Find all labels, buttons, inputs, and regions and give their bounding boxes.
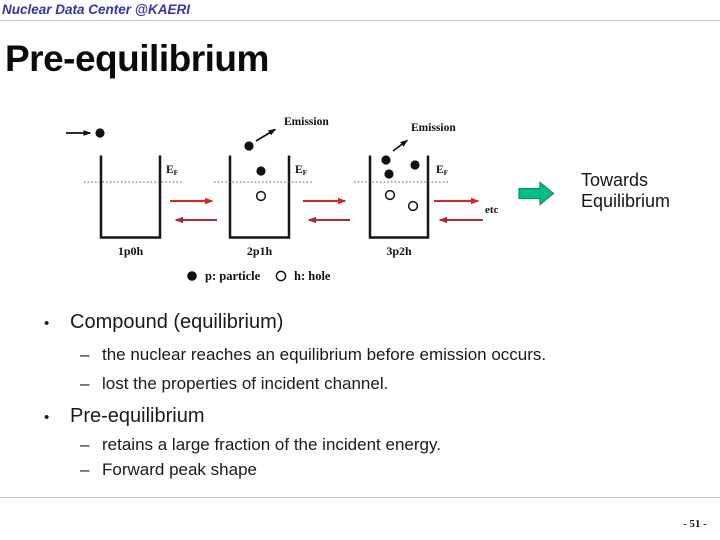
particle-well3-b: [384, 169, 394, 179]
sub-bullet-preeq-2: – Forward peak shape: [80, 460, 257, 479]
well-label-3p2h: 3p2h: [386, 244, 412, 258]
hole-well2: [255, 190, 267, 202]
well-2p1h-outline: [228, 155, 291, 239]
fermi-label-2: EF: [295, 164, 308, 177]
dash-glyph: –: [80, 460, 90, 479]
footer-divider: [0, 497, 720, 498]
particle-incident: [95, 128, 105, 138]
dash-glyph: –: [80, 435, 90, 454]
towards-equilibrium-label: Towards Equilibrium: [581, 170, 671, 211]
bullet-glyph: •: [44, 409, 50, 426]
hole-well3-b: [407, 200, 419, 212]
bullet-preequilibrium: • Pre-equilibrium: [44, 403, 205, 431]
well-3p2h-outline: [368, 155, 430, 239]
fermi-label-1: EF: [166, 164, 179, 177]
fermi-label-3: EF: [436, 164, 449, 177]
page-number: - 51 -: [683, 518, 707, 530]
particle-well2: [256, 166, 266, 176]
legend-hole-icon: [275, 270, 287, 282]
header-divider: [0, 20, 720, 21]
particle-well3-a: [410, 160, 420, 170]
particle-emitting-3: [381, 155, 391, 165]
towards-equilibrium-arrow-icon: [519, 182, 554, 205]
legend-hole-label: h: hole: [294, 269, 331, 283]
emission-arrow-2: [255, 128, 277, 142]
sub-bullet-compound-1: – the nuclear reaches an equilibrium bef…: [80, 345, 547, 364]
legend-particle-icon: [187, 271, 197, 281]
dash-glyph: –: [80, 374, 90, 393]
particle-emitting-2: [244, 141, 254, 151]
legend-particle-label: p: particle: [205, 269, 261, 283]
emission-arrow-3: [392, 139, 409, 152]
page-title: Pre-equilibrium: [5, 38, 269, 79]
brand-header: Nuclear Data Center @KAERI: [2, 2, 190, 17]
dash-glyph: –: [80, 345, 90, 364]
towards-equilibrium-arrow-outline: [518, 181, 555, 206]
well-1p0h-outline: [99, 155, 162, 239]
well-label-1p0h: 1p0h: [117, 244, 144, 258]
bullet-compound: • Compound (equilibrium): [44, 309, 283, 337]
well-label-2p1h: 2p1h: [246, 244, 273, 258]
hole-well3-a: [384, 189, 396, 201]
sub-bullet-compound-2: – lost the properties of incident channe…: [80, 374, 389, 393]
sub-bullet-preeq-1: – retains a large fraction of the incide…: [80, 435, 441, 454]
bullet-glyph: •: [44, 315, 50, 332]
etc-label: etc: [485, 204, 499, 216]
emission-label-3: Emission: [411, 122, 456, 134]
emission-label-2: Emission: [284, 116, 329, 128]
